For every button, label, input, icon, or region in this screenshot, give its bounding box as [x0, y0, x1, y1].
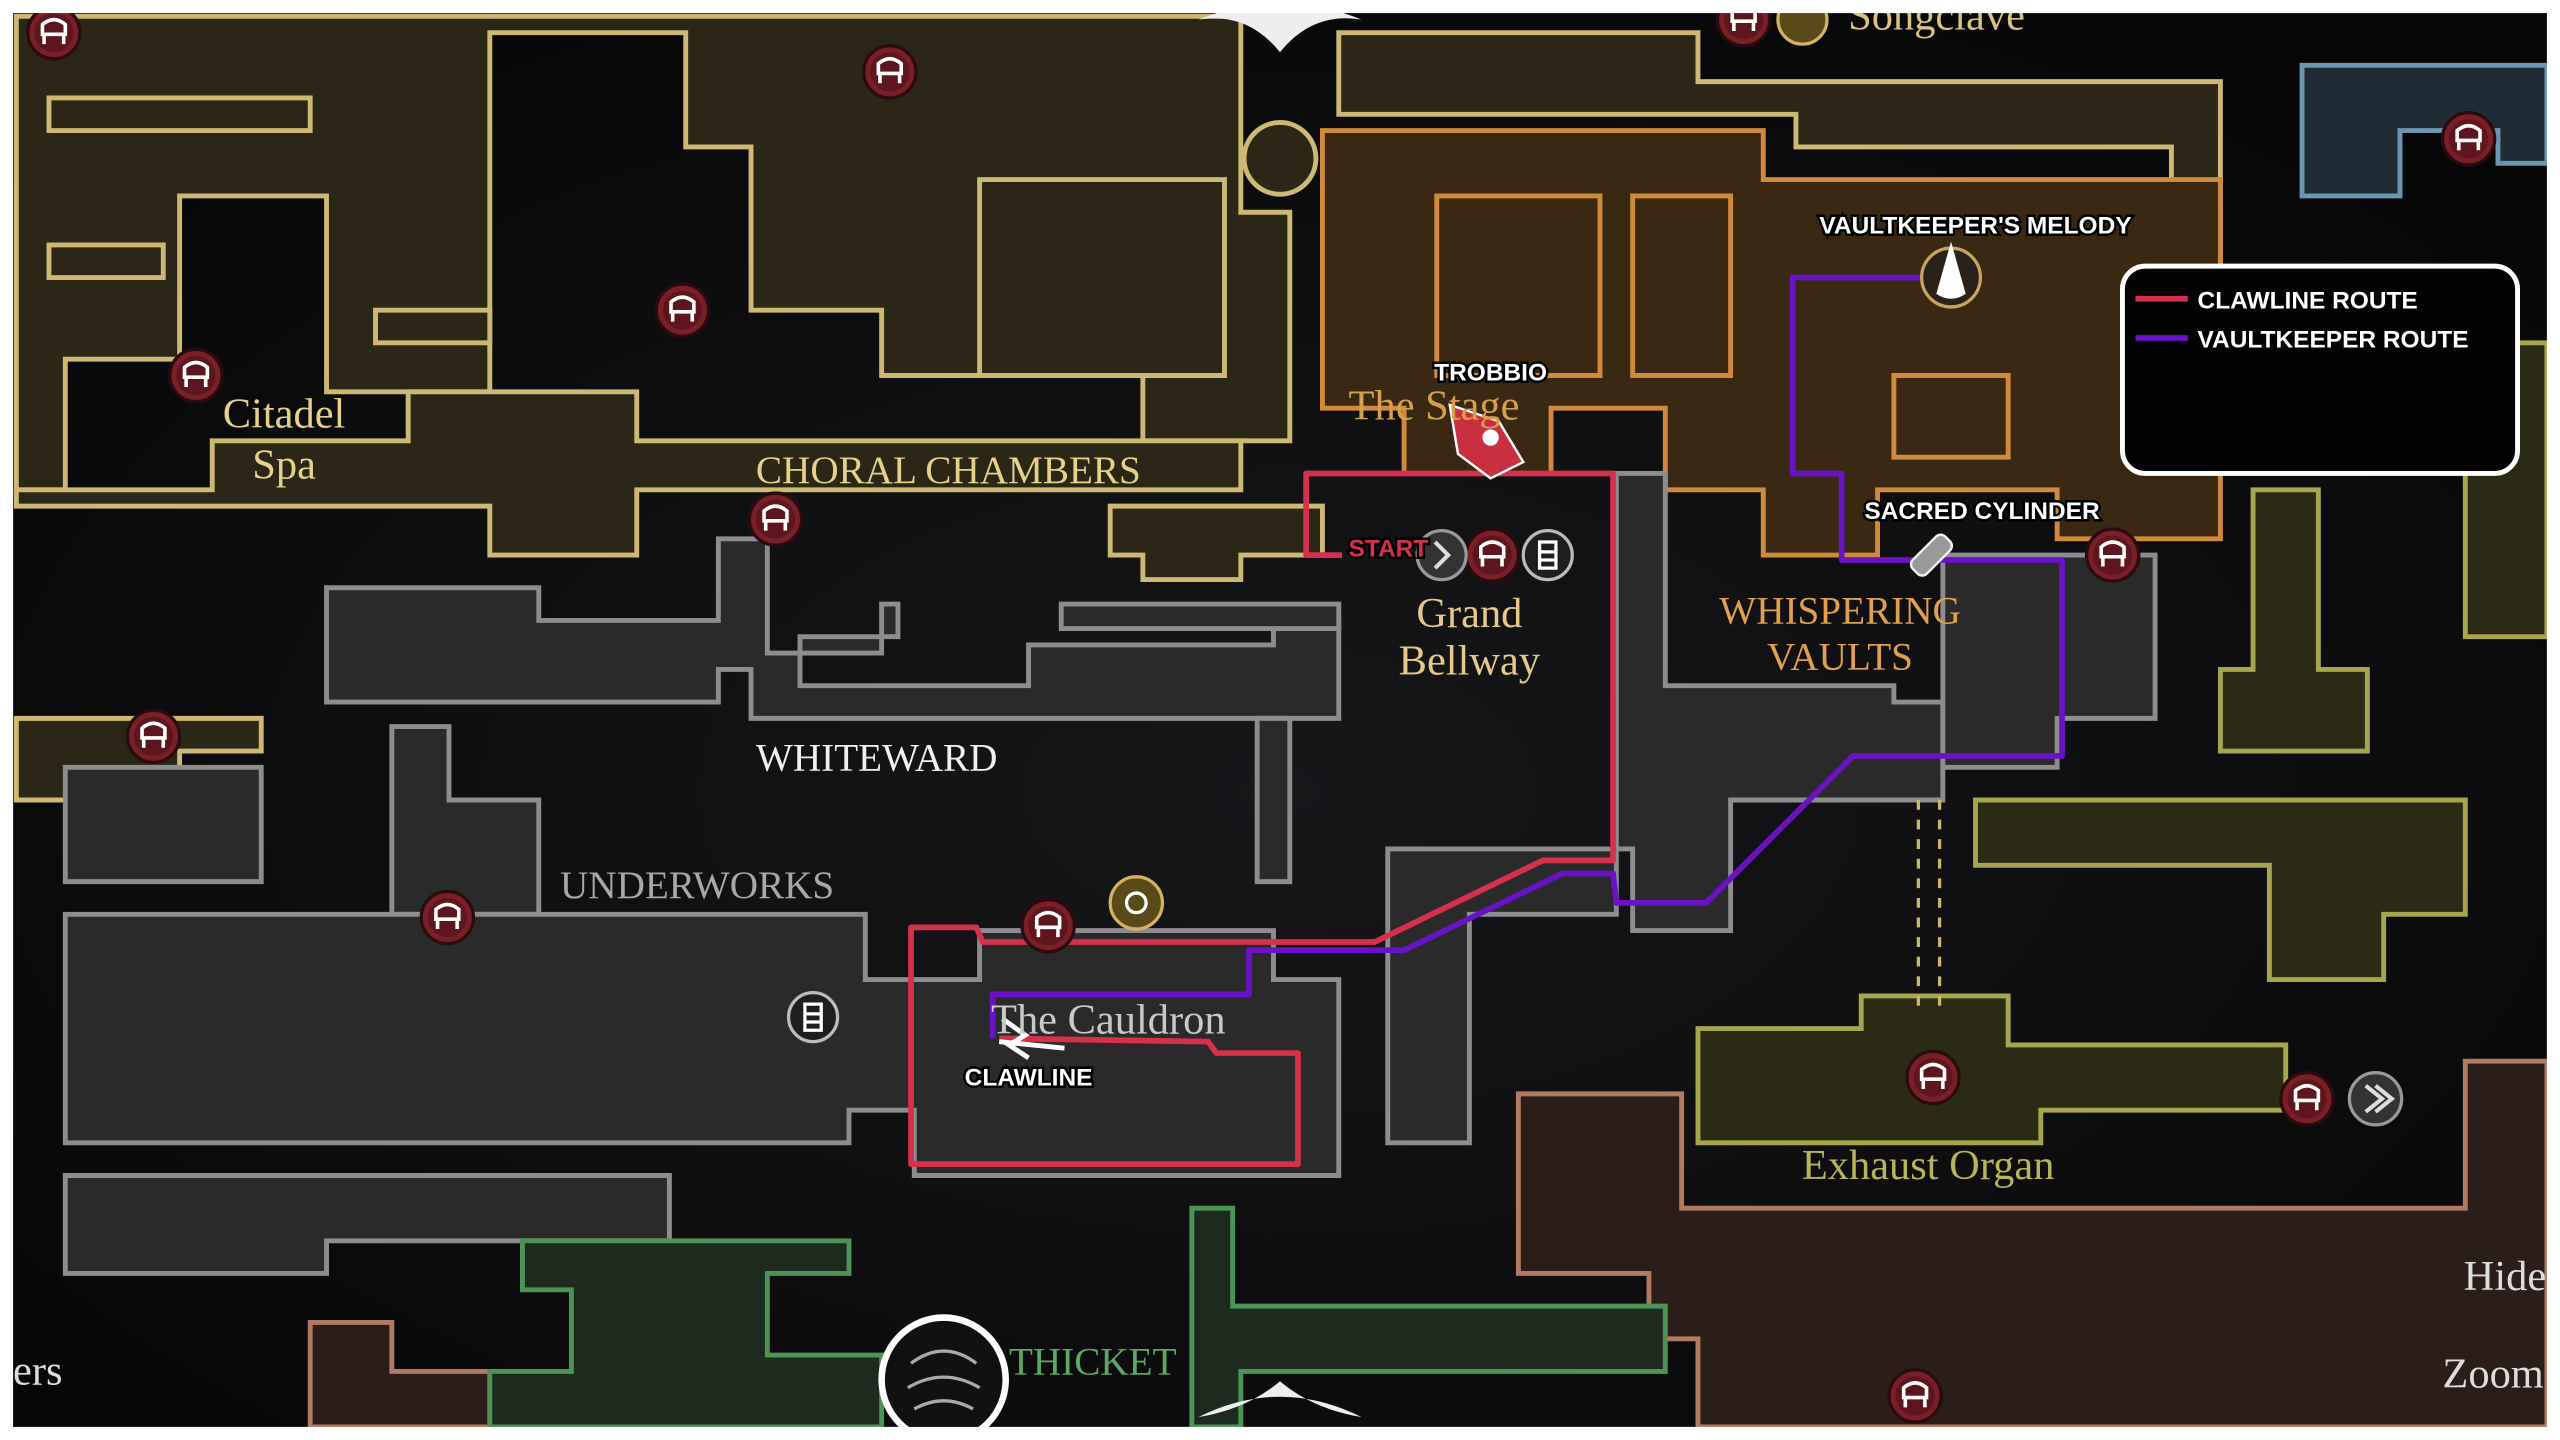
place-label-edge-zoom: Zoom: [2442, 1351, 2543, 1398]
bellway-icon[interactable]: [786, 991, 840, 1044]
annotation-trobbio: TROBBIO: [1434, 359, 1547, 386]
bench-icon[interactable]: [2279, 1070, 2335, 1127]
bench-icon[interactable]: [1905, 1049, 1961, 1106]
place-label-edge-hide: Hide: [2464, 1253, 2547, 1300]
clawline-icon[interactable]: [998, 1016, 1065, 1060]
trobbio-boss-icon[interactable]: [1448, 403, 1525, 480]
crest-icon: [1198, 3, 1362, 53]
fast-travel-icon[interactable]: [2347, 1071, 2404, 1127]
fast-travel-icon[interactable]: [1415, 528, 1468, 582]
place-label-grand-bellway-line2: Bellway: [1399, 637, 1541, 684]
bench-icon[interactable]: [654, 282, 711, 339]
bench-icon[interactable]: [861, 43, 918, 100]
place-label-thicket: THICKET: [1009, 1341, 1177, 1384]
bench-icon[interactable]: [25, 4, 82, 61]
place-label-edge-left: ers: [13, 1347, 62, 1394]
bench-icon[interactable]: [2084, 527, 2141, 584]
place-label-exhaust-organ: Exhaust Organ: [1802, 1142, 2055, 1189]
legend-label-vaultkeeper: VAULTKEEPER ROUTE: [2198, 327, 2469, 354]
region-underworks: [62, 471, 2158, 1276]
vaultkeeper-route: [989, 274, 2065, 1039]
place-label-whiteward: WHITEWARD: [756, 737, 997, 780]
place-label-citadel-spa-line1: Citadel: [223, 391, 346, 438]
route-legend: CLAWLINE ROUTE VAULTKEEPER ROUTE: [2120, 263, 2520, 476]
place-label-whispering-vaults-line1: WHISPERING: [1719, 590, 1961, 633]
crest-icon: [1198, 1381, 1362, 1418]
place-label-grand-bellway-line1: Grand: [1416, 590, 1522, 637]
annotation-clawline: CLAWLINE: [965, 1065, 1093, 1092]
bench-icon[interactable]: [1020, 897, 1077, 954]
bench-icon[interactable]: [125, 708, 182, 765]
bellway-icon[interactable]: [1521, 528, 1574, 582]
bench-icon[interactable]: [419, 889, 476, 946]
place-label-underworks: UNDERWORKS: [560, 864, 834, 907]
vaultkeepers-melody-icon[interactable]: [1920, 241, 1983, 309]
annotation-start: START: [1349, 536, 1429, 563]
annotation-sacred-cylinder: SACRED CYLINDER: [1864, 498, 2100, 525]
place-label-citadel-spa-line2: Spa: [252, 441, 316, 488]
bench-icon[interactable]: [2440, 110, 2497, 167]
place-label-whispering-vaults-line2: VAULTS: [1767, 635, 1913, 678]
bench-icon[interactable]: [747, 491, 804, 548]
annotation-vaultkeepers-melody: VAULTKEEPER'S MELODY: [1819, 212, 2131, 239]
legend-label-clawline: CLAWLINE ROUTE: [2198, 288, 2418, 315]
region-whispering-vaults: [1320, 128, 2223, 558]
sacred-cylinder-icon[interactable]: [1908, 532, 1954, 578]
bench-icon[interactable]: [1464, 527, 1521, 584]
thicket-emblem-icon: [878, 1314, 1009, 1440]
bench-icon[interactable]: [1887, 1367, 1944, 1424]
region-citadel: [13, 13, 2223, 803]
connector-dashed: [1916, 800, 1942, 1013]
vendor-icon[interactable]: [1108, 875, 1165, 931]
place-label-the-cauldron: The Cauldron: [991, 996, 1226, 1043]
place-label-choral-chambers: CHORAL CHAMBERS: [756, 449, 1141, 492]
region-exhaust-organ: [1695, 340, 2550, 1146]
region-thicket: [487, 1205, 1668, 1430]
bench-icon[interactable]: [167, 347, 224, 404]
place-label-the-stage: The Stage: [1349, 383, 1520, 430]
clawline-route: [908, 470, 1616, 1167]
